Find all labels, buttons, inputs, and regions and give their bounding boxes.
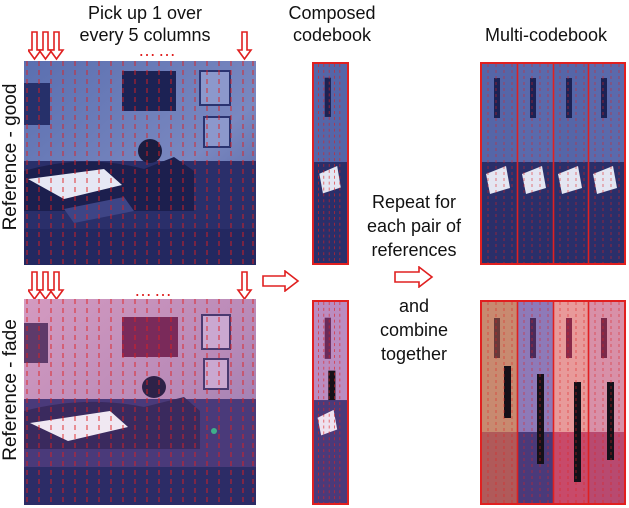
repeat-line2: each pair of (358, 214, 470, 238)
reference-good-image (24, 61, 256, 265)
pick-label-line1: Pick up 1 over (60, 2, 230, 24)
composed-label-line1: Composed (278, 2, 386, 24)
ellipsis-bottom: …… (134, 280, 174, 301)
composed-codebook-label: Composed codebook (278, 2, 386, 46)
combine-label: and combine together (358, 294, 470, 366)
composed-label-line2: codebook (278, 24, 386, 46)
reference-good-label: Reference - good (0, 77, 24, 237)
reference-fade-image (24, 299, 256, 505)
multi-codebook-label: Multi-codebook (468, 24, 624, 46)
repeat-line1: Repeat for (358, 190, 470, 214)
composed-codebook-good (312, 62, 349, 265)
composed-codebook-fade (312, 300, 349, 505)
right-arrow-combine-icon (394, 266, 434, 288)
multi-codebook-bottom (480, 300, 626, 505)
right-arrow-icon (262, 270, 300, 292)
combine-line1: and (358, 294, 470, 318)
ellipsis-top: …… (138, 40, 178, 61)
repeat-label: Repeat for each pair of references (358, 190, 470, 262)
reference-fade-label: Reference - fade (0, 310, 24, 470)
combine-line2: combine (358, 318, 470, 342)
repeat-line3: references (358, 238, 470, 262)
combine-line3: together (358, 342, 470, 366)
multi-codebook-top (480, 62, 626, 265)
